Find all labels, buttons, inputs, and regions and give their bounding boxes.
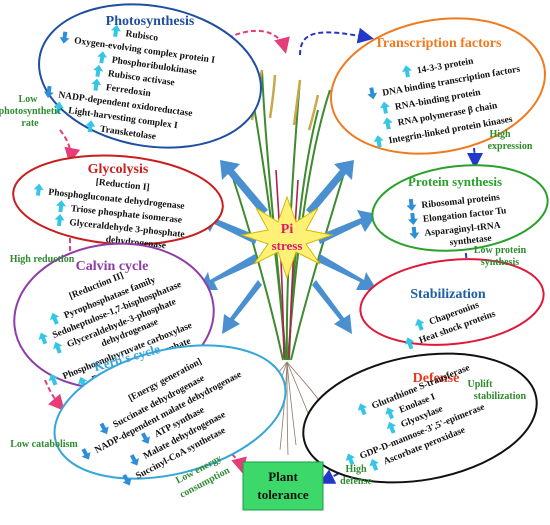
label-high-expression: expression [488,141,533,152]
module-transcription: Transcription factors 14-3-3 protein DNA… [330,17,546,155]
protein-synthesis-title: Protein synthesis [408,174,502,189]
label-high-defense: High [345,464,367,475]
module-protein-synthesis: Protein synthesis Ribosomal proteins Elo… [371,164,549,252]
transcription-title: Transcription factors [375,36,502,51]
module-stabilization: Stabilization Chaperonins Heat shock pro… [359,258,545,351]
label-low-photosynthetic: Low [19,94,39,105]
list-item: synthetase [449,234,492,248]
module-defense: Defense Glutathione S-transferase Enolas… [302,352,538,484]
label-low-photosynthetic: photosynthetic [0,106,62,117]
center-line-2: stress [272,238,303,253]
label-uplift: stabilization [474,391,527,402]
label-high-reduction: High reduction [10,254,75,265]
calvin-title: Calvin cycle [76,259,149,274]
label-high-expression: High [489,129,511,140]
photosynthesis-title: Photosynthesis [106,14,195,29]
glycolysis-title: Glycolysis [88,162,149,177]
label-low-protein: synthesis [481,257,519,268]
label-low-catabolism: Low catabolism [10,439,78,450]
center-line-1: Pi [281,222,294,237]
defense-title: Defense [413,371,460,386]
module-glycolysis: Glycolysis [Reduction I] Phosphogluconat… [12,154,224,251]
label-uplift: Uplift [468,379,494,390]
label-low-protein: Low protein [474,245,527,256]
pi-stress-star: Pi stress [240,195,334,280]
stabilization-title: Stabilization [410,287,486,302]
label-low-photosynthetic: rate [21,118,39,129]
list-item: Rubisco [125,29,159,43]
plant-tolerance-line2: tolerance [257,487,308,502]
plant-tolerance-box: Plant tolerance [242,461,324,511]
plant-tolerance-line1: Plant [268,469,298,484]
label-high-defense: defense [340,476,372,487]
module-photosynthesis: Photosynthesis Rubisco Oxygen-evolving c… [38,3,262,149]
